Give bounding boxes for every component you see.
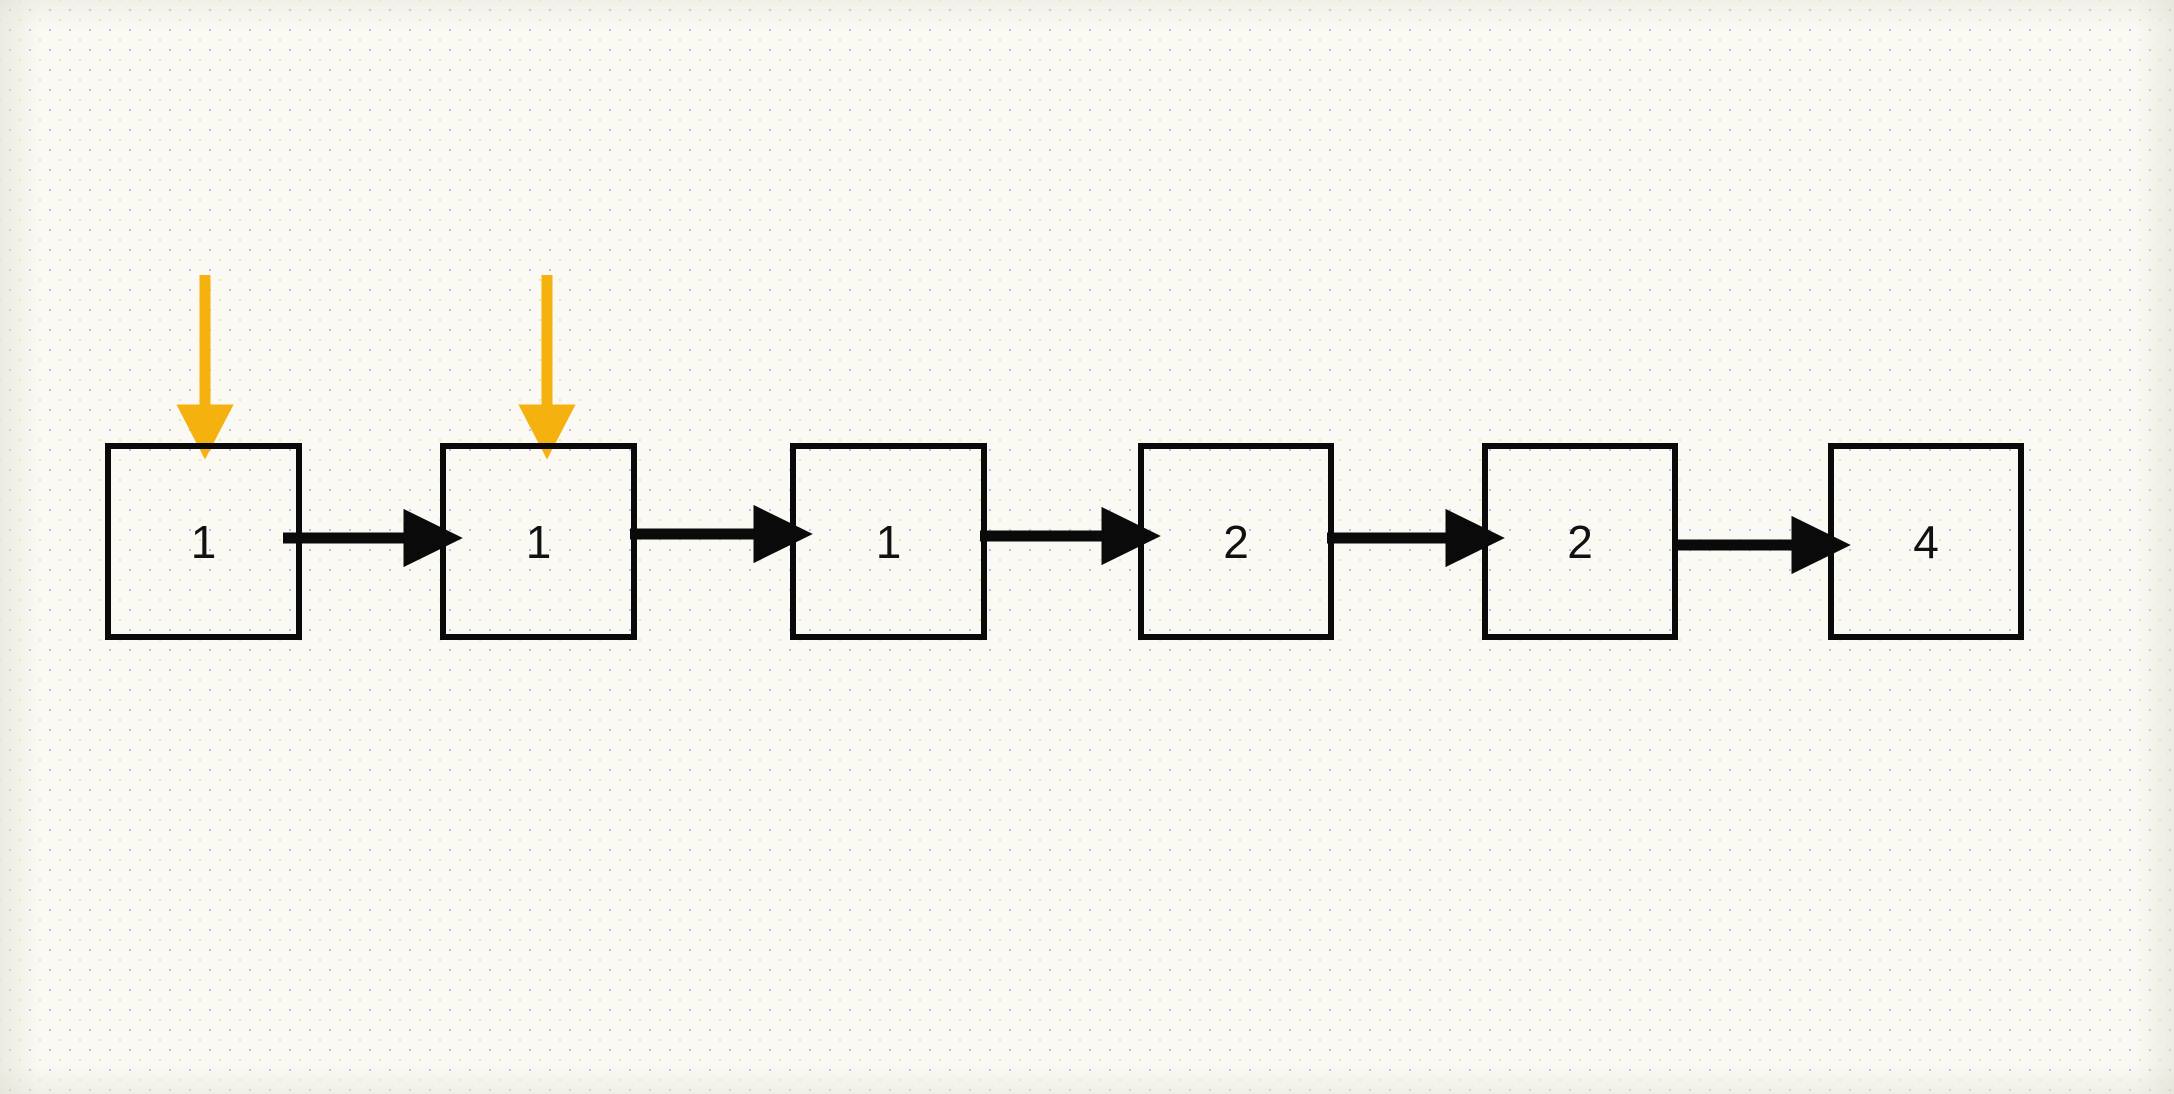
node-label: 1	[525, 515, 552, 568]
node-label: 1	[190, 515, 217, 568]
node-box-4[interactable]: 2	[1138, 443, 1334, 640]
node-box-6[interactable]: 4	[1828, 443, 2024, 640]
node-box-5[interactable]: 2	[1482, 443, 1678, 640]
node-box-1[interactable]: 1	[105, 443, 302, 640]
node-box-3[interactable]: 1	[790, 443, 987, 640]
node-label: 1	[875, 515, 902, 568]
node-label: 2	[1567, 515, 1593, 568]
pointer-group	[176, 275, 576, 460]
node-label: 2	[1223, 515, 1249, 568]
node-label: 4	[1913, 515, 1939, 568]
node-box-2[interactable]: 1	[440, 443, 637, 640]
